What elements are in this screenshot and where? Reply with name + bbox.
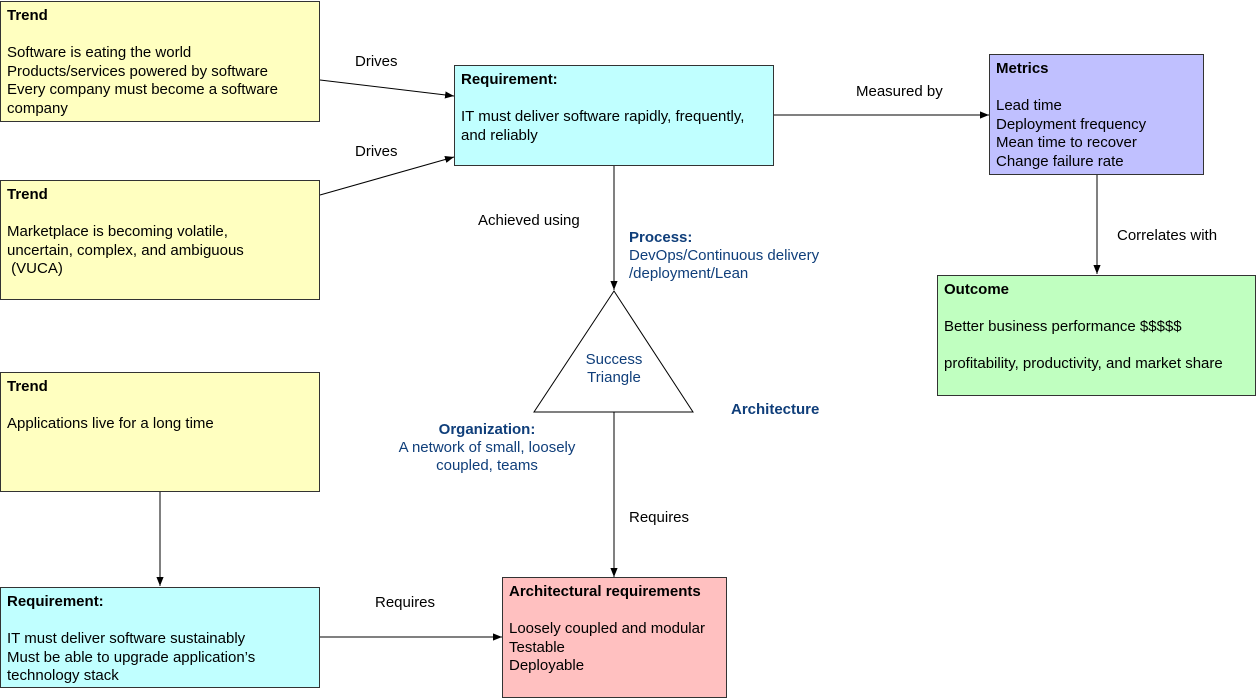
metric-item: Deployment frequency: [996, 115, 1147, 133]
process-label: Process: DevOps/Continuous delivery /dep…: [629, 229, 819, 283]
success-triangle-shape: [533, 290, 694, 413]
trend-line: Products/services powered by software: [7, 62, 268, 80]
requirement-title: Requirement:: [461, 71, 558, 88]
architecture-label: Architecture: [731, 401, 820, 418]
metrics-box: Metrics Lead time Deployment frequency M…: [989, 54, 1204, 175]
edge-label-requires: Requires: [375, 594, 436, 611]
edge-label-measured-by: Measured by: [856, 83, 943, 100]
metrics-title: Metrics: [996, 60, 1049, 77]
metric-item: Mean time to recover: [996, 134, 1137, 151]
trend-box-software: Trend Software is eating the world Produ…: [0, 1, 320, 122]
requirement-line: IT must deliver software sustainably: [7, 630, 246, 647]
requirement-line: Must be able to upgrade application’s: [7, 648, 256, 666]
trend-line: Marketplace is becoming volatile,: [7, 223, 228, 240]
edge-label-requires: Requires: [629, 509, 690, 526]
requirement-box-rapid: Requirement: IT must deliver software ra…: [454, 65, 774, 166]
architectural-requirement-item: Testable: [509, 638, 565, 656]
trend-title: Trend: [7, 7, 48, 24]
organization-title: Organization:: [438, 421, 536, 438]
trend-line: uncertain, complex, and ambiguous: [7, 241, 244, 259]
trend-box-vuca: Trend Marketplace is becoming volatile, …: [0, 180, 320, 300]
architectural-requirements-box: Architectural requirements Loosely coupl…: [502, 577, 727, 698]
trend-line: company: [7, 99, 68, 117]
trend-line: (VUCA): [7, 260, 63, 277]
process-line: DevOps/Continuous delivery: [629, 247, 820, 264]
architectural-requirement-item: Deployable: [509, 657, 585, 674]
outcome-title: Outcome: [944, 281, 1010, 298]
success-triangle-label: Success Triangle: [564, 351, 664, 387]
process-line: /deployment/Lean: [629, 265, 749, 282]
drives-arrow-1: [319, 79, 455, 99]
requirement-line: IT must deliver software rapidly, freque…: [461, 108, 745, 125]
outcome-box: Outcome Better business performance $$$$…: [937, 275, 1256, 396]
outcome-line: profitability, productivity, and market …: [944, 355, 1223, 372]
success-triangle-line: Triangle: [587, 369, 641, 386]
metric-item: Lead time: [996, 97, 1062, 114]
process-title: Process:: [629, 229, 693, 246]
trend-line: Every company must become a software: [7, 81, 278, 98]
trend-title: Trend: [7, 378, 48, 395]
edge-label-drives: Drives: [355, 143, 398, 160]
requirement-line: technology stack: [7, 667, 119, 684]
organization-line: coupled, teams: [436, 457, 538, 474]
architectural-requirements-title: Architectural requirements: [509, 583, 701, 600]
trend-line: Applications live for a long time: [7, 415, 214, 432]
organization-line: A network of small, loosely: [398, 439, 576, 456]
drives-arrow-2: [319, 155, 455, 196]
edge-label-drives: Drives: [355, 53, 398, 70]
organization-label: Organization: A network of small, loosel…: [377, 421, 597, 475]
success-triangle-line: Success: [585, 351, 643, 368]
requirement-line: and reliably: [461, 126, 538, 144]
trend-box-long-lived: Trend Applications live for a long time: [0, 372, 320, 492]
metric-item: Change failure rate: [996, 152, 1124, 170]
trend-line: Software is eating the world: [7, 44, 192, 61]
architectural-requirement-item: Loosely coupled and modular: [509, 620, 705, 637]
trend-title: Trend: [7, 186, 48, 203]
outcome-line: Better business performance $$$$$: [944, 318, 1182, 335]
edge-label-correlates-with: Correlates with: [1117, 227, 1218, 244]
requirement-title: Requirement:: [7, 593, 104, 610]
edge-label-achieved-using: Achieved using: [478, 212, 580, 229]
requirement-box-sustainable: Requirement: IT must deliver software su…: [0, 587, 320, 688]
